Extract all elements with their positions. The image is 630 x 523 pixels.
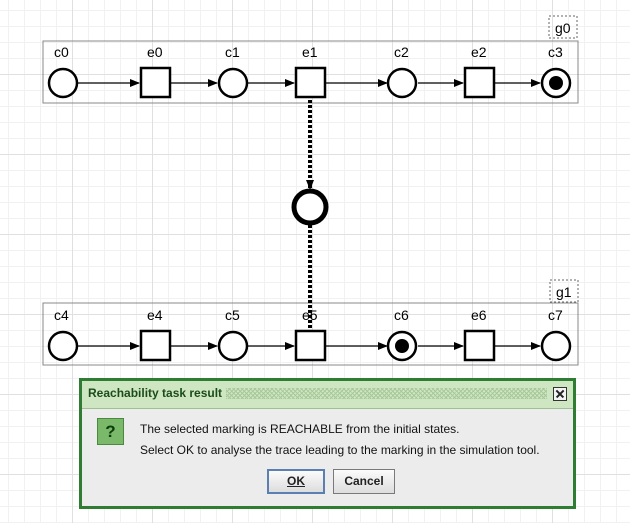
condition-c1[interactable]: [217, 67, 249, 99]
event-e0[interactable]: [139, 66, 172, 99]
label-e0: e0: [147, 44, 163, 60]
condition-c0[interactable]: [47, 67, 79, 99]
label-e6: e6: [471, 307, 487, 323]
group-label-box-g1: [549, 279, 579, 303]
reachability-dialog[interactable]: Reachability task result ? The selected …: [79, 378, 576, 509]
label-c6: c6: [394, 307, 409, 323]
event-e5[interactable]: [294, 329, 327, 362]
label-c1: c1: [225, 44, 240, 60]
group-label-g0: g0: [555, 20, 571, 36]
label-e1: e1: [302, 44, 318, 60]
question-icon: ?: [97, 418, 124, 445]
ok-button-label: OK: [287, 474, 305, 488]
group-label-g1: g1: [556, 284, 572, 300]
dialog-titlebar[interactable]: Reachability task result: [82, 381, 573, 409]
label-c0: c0: [54, 44, 69, 60]
token-c6: [395, 339, 409, 353]
event-e4[interactable]: [139, 329, 172, 362]
label-c4: c4: [54, 307, 69, 323]
dialog-title: Reachability task result: [88, 386, 223, 400]
titlebar-drag-area[interactable]: [226, 388, 547, 399]
condition-c2[interactable]: [386, 67, 418, 99]
label-c2: c2: [394, 44, 409, 60]
event-e1[interactable]: [294, 66, 327, 99]
condition-c7[interactable]: [540, 330, 572, 362]
label-e5: e5: [302, 307, 318, 323]
group-label-box-g0: [548, 15, 578, 39]
label-c7: c7: [548, 307, 563, 323]
label-e2: e2: [471, 44, 487, 60]
condition-c5[interactable]: [217, 330, 249, 362]
condition-c4[interactable]: [47, 330, 79, 362]
cancel-button[interactable]: Cancel: [333, 469, 395, 494]
event-e6[interactable]: [463, 329, 496, 362]
message-line-2: Select OK to analyse the trace leading t…: [140, 443, 540, 457]
event-e2[interactable]: [463, 66, 496, 99]
label-e4: e4: [147, 307, 163, 323]
token-c3: [549, 76, 563, 90]
close-icon[interactable]: [553, 387, 567, 401]
message-line-1: The selected marking is REACHABLE from t…: [140, 422, 460, 436]
label-c3: c3: [548, 44, 563, 60]
label-c5: c5: [225, 307, 240, 323]
ok-button[interactable]: OK: [267, 469, 325, 494]
intermediate-place[interactable]: [291, 188, 329, 226]
